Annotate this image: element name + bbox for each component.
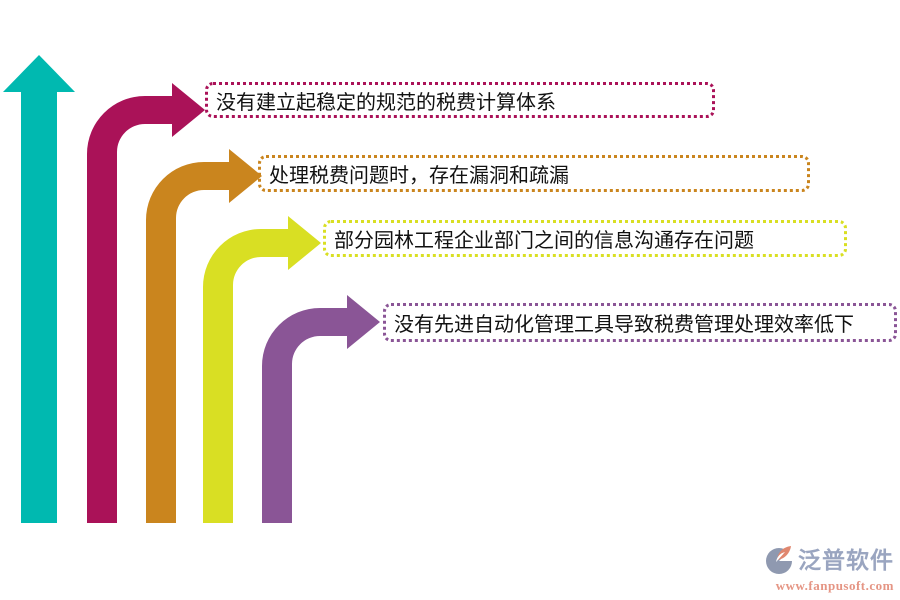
fanpu-logo-icon [766,545,795,574]
curved-arrow-2-icon [146,149,262,523]
vendor-watermark: 泛普软件 www.fanpusoft.com [763,544,894,592]
issue-label-4: 没有先进自动化管理工具导致税费管理处理效率低下 [394,314,854,336]
vendor-url: www.fanpusoft.com [775,578,894,593]
vendor-brand-name: 泛普软件 [798,546,894,573]
curved-arrow-1-icon [87,83,205,523]
curved-arrow-3-icon [203,216,321,523]
issue-label-1: 没有建立起稳定的规范的税费计算体系 [216,91,556,114]
axis-up-arrow-icon [3,55,75,523]
issue-box-1: 没有建立起稳定的规范的税费计算体系 [205,82,715,118]
issue-box-3: 部分园林工程企业部门之间的信息沟通存在问题 [323,220,847,257]
issue-label-3: 部分园林工程企业部门之间的信息沟通存在问题 [334,230,754,252]
issue-label-2: 处理税费问题时，存在漏洞和疏漏 [269,165,569,187]
issue-box-4: 没有先进自动化管理工具导致税费管理处理效率低下 [383,303,897,342]
issue-box-2: 处理税费问题时，存在漏洞和疏漏 [258,155,810,192]
curved-arrow-4-icon [262,295,380,523]
